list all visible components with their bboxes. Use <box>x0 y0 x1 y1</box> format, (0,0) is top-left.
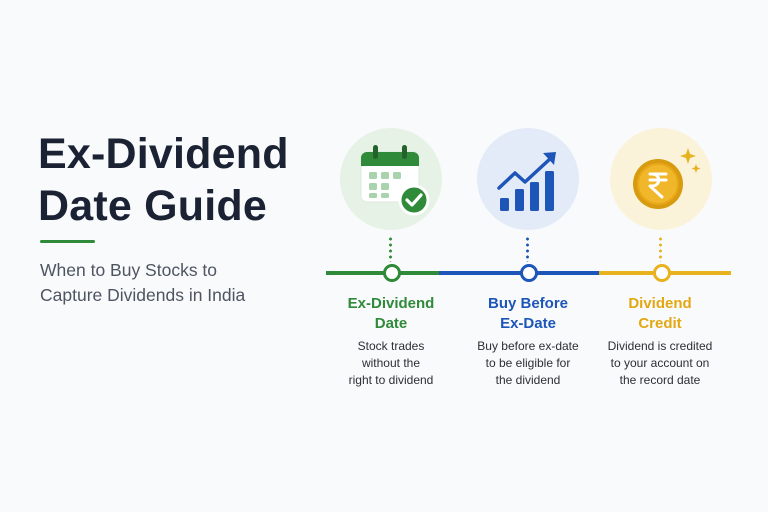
title-line: Date Guide <box>38 182 267 230</box>
step-2-connector <box>526 236 529 262</box>
step-2-icon-circle <box>477 128 579 230</box>
page-title: Ex-Dividend Date Guide <box>38 128 328 232</box>
title-line: Ex-Dividend <box>38 130 289 178</box>
step-desc-line: Stock trades <box>357 339 425 353</box>
step-title-line: Dividend <box>628 295 692 312</box>
step-desc-line: the record date <box>619 373 701 387</box>
step-1-description: Stock trades without the right to divide… <box>321 338 461 389</box>
step-title-line: Ex-Date <box>500 315 556 332</box>
timeline-node-2 <box>520 264 538 282</box>
step-desc-line: the dividend <box>495 373 561 387</box>
step-title-line: Ex-Dividend <box>347 295 435 312</box>
step-3-description: Dividend is credited to your account on … <box>590 338 730 389</box>
timeline-node-1 <box>383 264 401 282</box>
step-desc-line: to your account on <box>610 356 710 370</box>
step-2-title: Buy Before Ex-Date <box>458 294 598 334</box>
step-1-icon-circle <box>340 128 442 230</box>
rupee-coin-icon <box>633 148 701 209</box>
subtitle-line: When to Buy Stocks to <box>40 260 218 280</box>
step-title-line: Buy Before <box>487 295 569 312</box>
step-1-connector <box>389 236 392 262</box>
step-2-description: Buy before ex-date to be eligible for th… <box>458 338 598 389</box>
timeline-node-3 <box>653 264 671 282</box>
timeline-segment-green <box>326 271 439 275</box>
step-3-icon-circle <box>610 128 712 230</box>
step-desc-line: without the <box>361 356 421 370</box>
step-3-title: Dividend Credit <box>590 294 730 334</box>
step-title-line: Credit <box>638 315 682 332</box>
step-desc-line: to be eligible for <box>485 356 571 370</box>
subtitle-line: Capture Dividends in India <box>40 285 246 305</box>
step-title-line: Date <box>374 315 408 332</box>
calendar-check-icon <box>360 145 430 216</box>
step-desc-line: Buy before ex-date <box>477 339 579 353</box>
growth-chart-icon <box>497 152 556 211</box>
step-3-connector <box>659 236 662 262</box>
step-desc-line: Dividend is credited <box>607 339 713 353</box>
timeline-segment-blue <box>439 271 599 275</box>
step-1-title: Ex-Dividend Date <box>321 294 461 334</box>
page-subtitle: When to Buy Stocks to Capture Dividends … <box>40 258 300 308</box>
title-divider <box>40 240 95 243</box>
step-desc-line: right to dividend <box>348 373 434 387</box>
